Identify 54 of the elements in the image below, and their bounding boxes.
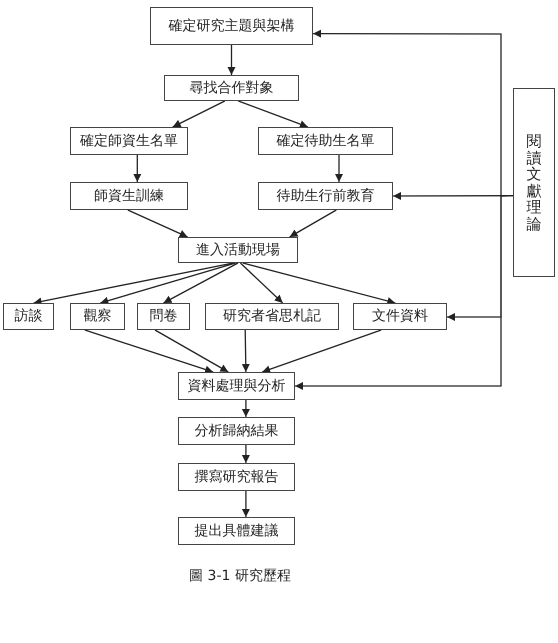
arrow [100,262,236,305]
arrow [133,155,142,182]
side-box [513,88,555,277]
box-label: 提出具體建議 [194,522,278,540]
process-box [258,182,393,210]
box-label: 尋找合作對象 [190,80,274,96]
process-box [178,417,295,445]
box-label: 文件資料 [372,308,428,325]
process-box [178,237,298,263]
box-label: 閱讀文獻理論 [526,133,542,232]
box-label: 觀察 [84,308,112,325]
process-box [258,127,393,155]
arrow [163,262,238,304]
process-box [164,75,299,101]
process-box [205,303,339,330]
box-label: 研究者省思札記 [223,308,321,325]
figure-caption: 圖 3-1 研究歷程 [189,568,291,585]
process-box [353,303,447,330]
process-box [178,372,295,400]
arrow [242,491,250,517]
arrow [242,400,250,417]
arrow [240,262,284,304]
arrow [242,330,250,372]
process-box [150,7,313,45]
arrow [228,45,236,75]
process-box [178,463,295,491]
process-box [70,303,125,330]
arrow [128,209,188,238]
arrow [238,100,308,128]
arrow [154,329,229,373]
arrow [242,262,396,305]
process-box [137,303,190,330]
box-label: 確定待助生名單 [276,132,374,150]
box-label: 分析歸納結果 [194,422,278,440]
box-label: 確定研究主題與架構 [168,18,294,34]
box-label: 問卷 [150,308,178,325]
arrow [84,329,214,374]
process-box [3,303,54,330]
box-label: 進入活動現場 [196,242,280,258]
box-label: 資料處理與分析 [188,378,286,394]
arrow [289,209,337,238]
arrow [335,155,343,182]
box-label: 確定師資生名單 [80,132,178,150]
process-box [178,517,295,545]
arrow [33,262,234,306]
box-label: 待助生行前教育 [276,188,374,204]
process-box [70,127,188,155]
box-label: 師資生訓練 [94,188,164,204]
box-label: 訪談 [14,308,42,325]
arrow [172,100,226,128]
arrow [242,445,250,463]
process-box [70,182,188,210]
box-label: 撰寫研究報告 [194,468,278,486]
arrow [262,329,382,374]
